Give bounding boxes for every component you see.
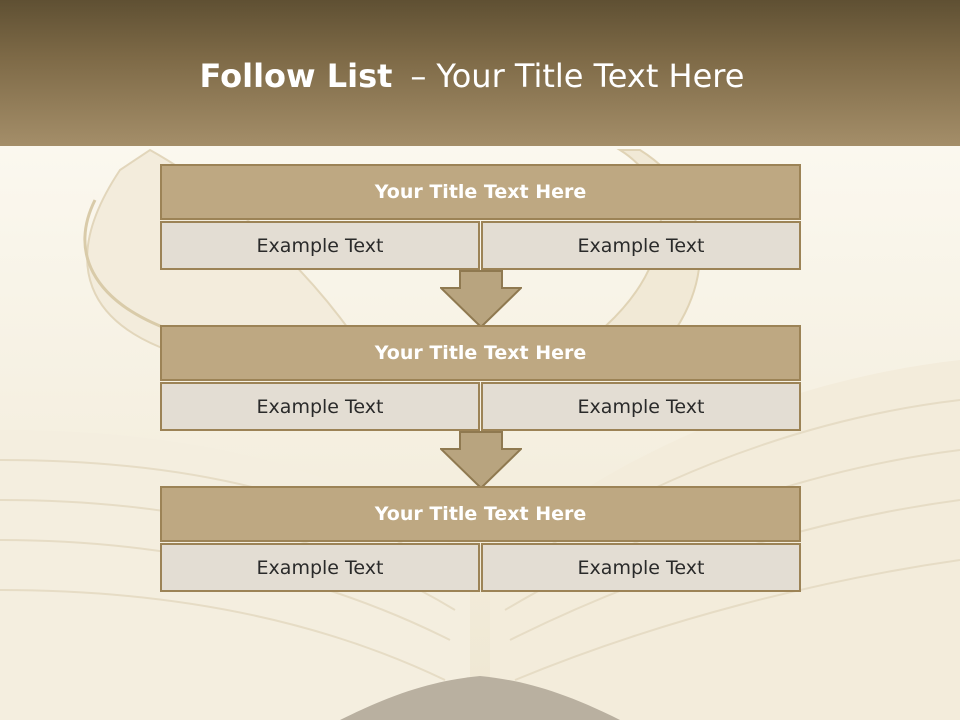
step-title: Your Title Text Here — [160, 486, 801, 542]
step-cell-left: Example Text — [160, 543, 480, 592]
step-block-1: Your Title Text Here Example Text Exampl… — [160, 164, 801, 270]
down-arrow-icon — [440, 270, 522, 328]
title-dash: – — [410, 57, 427, 95]
step-row: Example Text Example Text — [160, 543, 801, 592]
step-row: Example Text Example Text — [160, 382, 801, 431]
step-block-2: Your Title Text Here Example Text Exampl… — [160, 325, 801, 431]
title-bold: Follow List — [199, 57, 393, 95]
step-cell-right: Example Text — [481, 221, 801, 270]
step-row: Example Text Example Text — [160, 221, 801, 270]
step-title: Your Title Text Here — [160, 164, 801, 220]
step-cell-right: Example Text — [481, 543, 801, 592]
step-cell-right: Example Text — [481, 382, 801, 431]
step-cell-left: Example Text — [160, 221, 480, 270]
step-cell-left: Example Text — [160, 382, 480, 431]
step-block-3: Your Title Text Here Example Text Exampl… — [160, 486, 801, 592]
step-title: Your Title Text Here — [160, 325, 801, 381]
title-rest: Your Title Text Here — [436, 57, 745, 95]
header-bar — [0, 0, 960, 146]
page-title: Follow List–Your Title Text Here — [0, 54, 944, 98]
down-arrow-icon — [440, 431, 522, 489]
